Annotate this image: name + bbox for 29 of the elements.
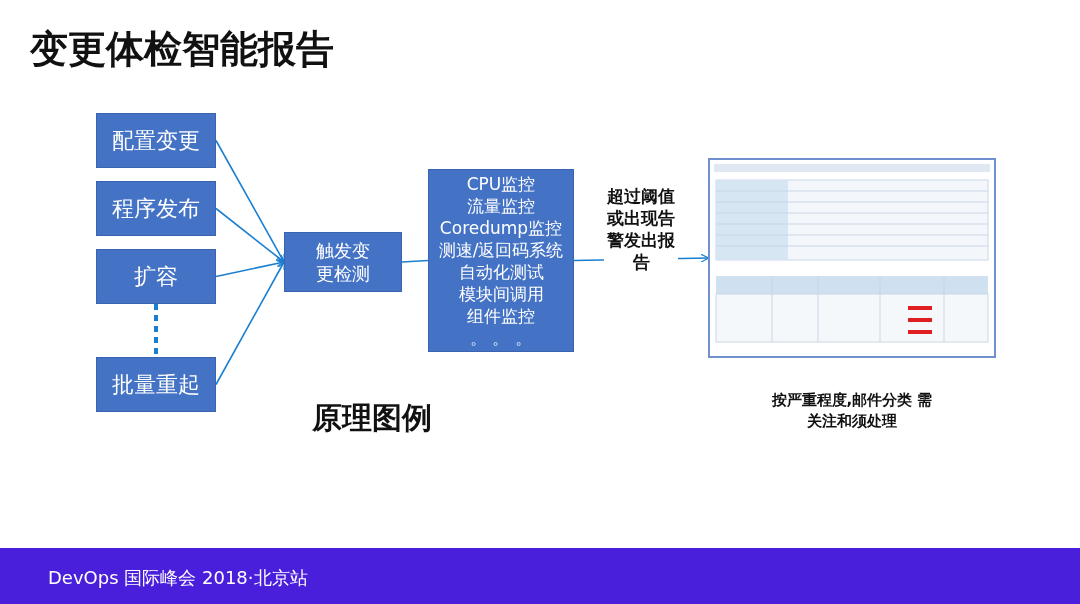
box-label: 配置变更 (112, 127, 200, 154)
list-item: 测速/返回码系统 (438, 238, 564, 261)
connector-line (401, 259, 429, 263)
edge-label: 超过阈值或出现告警发出报告 (604, 184, 678, 273)
process-box (96, 357, 216, 412)
slide-title: 变更体检智能报告 (30, 26, 334, 73)
arrow (215, 207, 286, 264)
box-label: 扩容 (134, 263, 178, 290)
dashed-line (154, 304, 158, 357)
list-item: 流量监控 (467, 194, 535, 217)
picture-caption: 按严重程度,邮件分类 需关注和须处理 (770, 390, 934, 432)
diagram-caption: 原理图例 (312, 399, 432, 437)
list-item: 。 。 。 (470, 326, 532, 349)
process-box (96, 113, 216, 168)
arrow (215, 259, 286, 278)
list-item: CPU监控 (466, 172, 536, 195)
box-label: 程序发布 (112, 195, 200, 222)
footer-text: DevOps 国际峰会 2018·北京站 (48, 566, 308, 590)
box-label: 触发变更检测 (315, 239, 371, 285)
list-item: 组件监控 (467, 304, 535, 327)
list-item: Coredump监控 (439, 216, 563, 239)
list-item: 模块间调用 (458, 282, 544, 305)
list-item: 自动化测试 (458, 260, 544, 283)
process-box (96, 249, 216, 304)
process-box (96, 181, 216, 236)
process-box (284, 232, 402, 292)
monitor-box (428, 169, 574, 352)
box-label: 批量重起 (112, 371, 200, 398)
arrow (215, 260, 285, 386)
